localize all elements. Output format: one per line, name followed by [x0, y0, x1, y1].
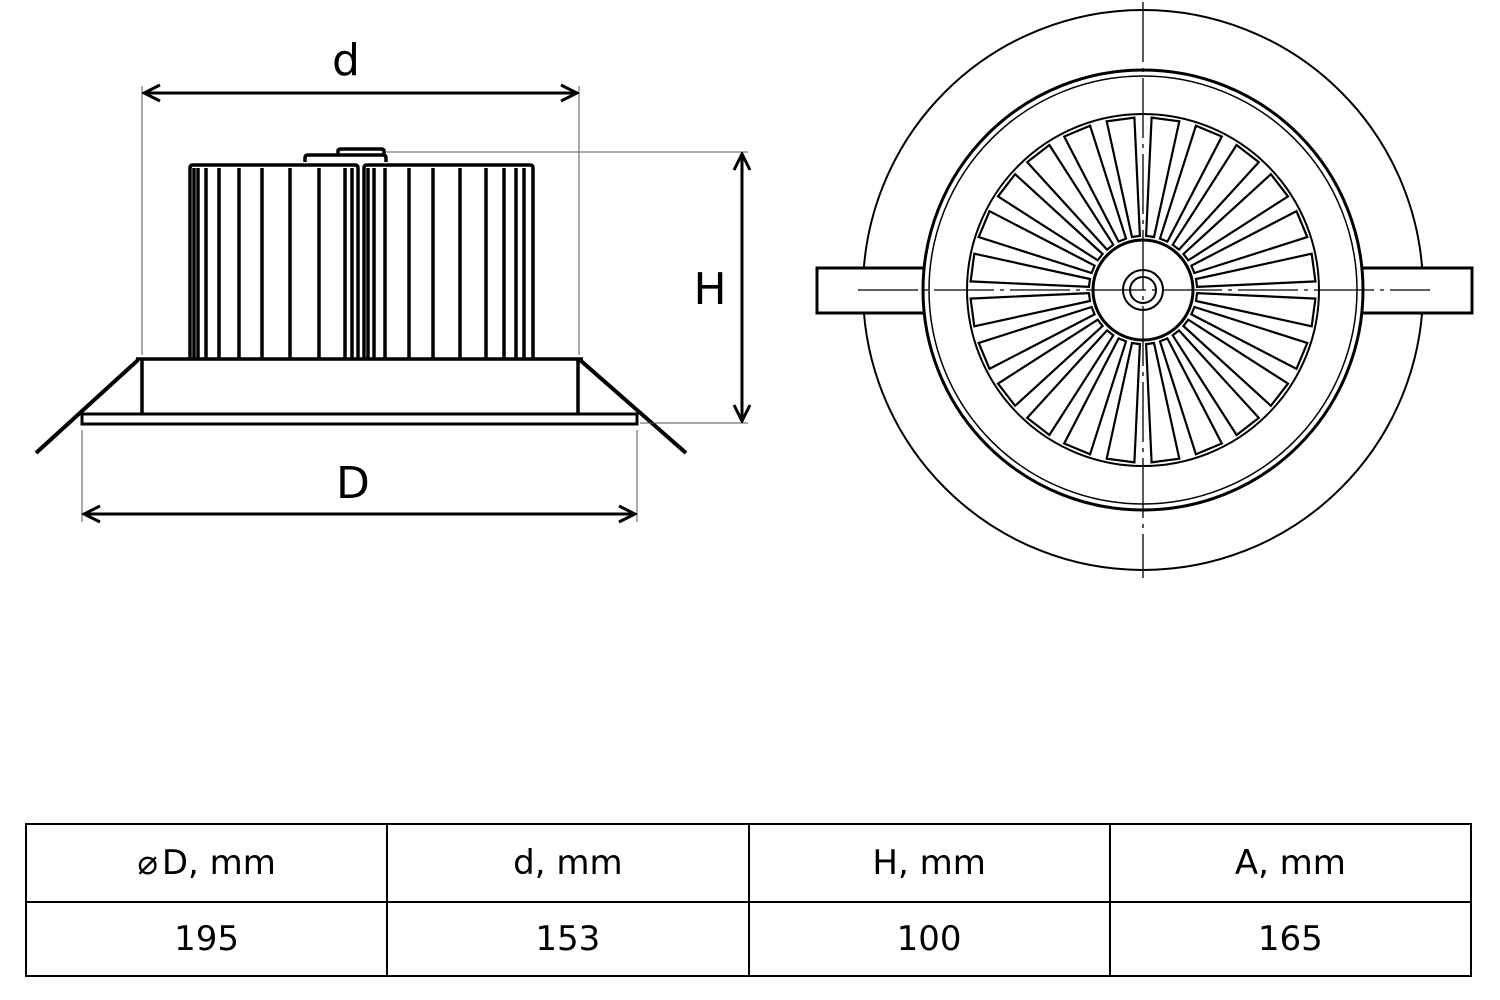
spring-clip-right — [578, 358, 688, 455]
value-D: 195 — [24, 901, 389, 977]
dimension-label-h: H — [693, 264, 726, 315]
reflector-fin — [1158, 337, 1224, 456]
reflector-fin — [1171, 143, 1261, 252]
reflector-fin — [1194, 252, 1317, 289]
reflector-fin — [996, 318, 1105, 408]
reflector-fin — [1181, 318, 1290, 408]
reflector-fins — [969, 116, 1317, 464]
reflector-fin — [1062, 124, 1128, 243]
dimensions-table: ⌀D, mm d, mm H, mm A, mm 195 153 100 165 — [24, 823, 1473, 977]
top-view — [815, 2, 1474, 578]
reflector-fin — [1190, 209, 1309, 275]
header-label: A, mm — [1234, 843, 1346, 883]
header-label: H, mm — [872, 843, 986, 883]
reflector-fin — [969, 252, 1092, 289]
spring-clip-left — [34, 358, 140, 455]
reflector-fin — [1194, 291, 1317, 328]
housing-base — [80, 357, 639, 426]
heatsink-fins — [192, 168, 526, 358]
reflector-fin — [1144, 116, 1181, 239]
value-d: 153 — [386, 901, 750, 977]
reflector-fin — [1181, 172, 1290, 262]
header-H: H, mm — [747, 823, 1111, 903]
reflector-fin — [1025, 143, 1115, 252]
reflector-fin — [969, 291, 1092, 328]
table-row: 195 153 100 165 — [24, 901, 1473, 977]
heatsink — [188, 147, 535, 358]
diameter-icon: ⌀ — [137, 843, 158, 883]
reflector-fin — [996, 172, 1105, 262]
reflector-fin — [1105, 341, 1142, 464]
reflector-fin — [1025, 328, 1115, 437]
dimension-label-D: D — [336, 458, 370, 509]
header-label: D, mm — [161, 843, 276, 883]
reflector-fin — [1105, 116, 1142, 239]
reflector-fin — [977, 305, 1096, 371]
reflector-fin — [1062, 337, 1128, 456]
dimension-label-d: d — [332, 35, 360, 86]
header-diameter-D: ⌀D, mm — [24, 823, 389, 903]
reflector-fin — [1144, 341, 1181, 464]
reflector-fin — [1171, 328, 1261, 437]
reflector-fin — [977, 209, 1096, 275]
side-view: d H D — [34, 35, 748, 522]
table-header-row: ⌀D, mm d, mm H, mm A, mm — [24, 823, 1473, 903]
value-A: 165 — [1108, 901, 1473, 977]
header-label: d, mm — [513, 843, 623, 883]
technical-drawing: d H D — [34, 2, 1474, 578]
value-H: 100 — [747, 901, 1111, 977]
header-A: A, mm — [1108, 823, 1473, 903]
reflector-fin — [1158, 124, 1224, 243]
reflector-fin — [1190, 305, 1309, 371]
header-d: d, mm — [386, 823, 750, 903]
